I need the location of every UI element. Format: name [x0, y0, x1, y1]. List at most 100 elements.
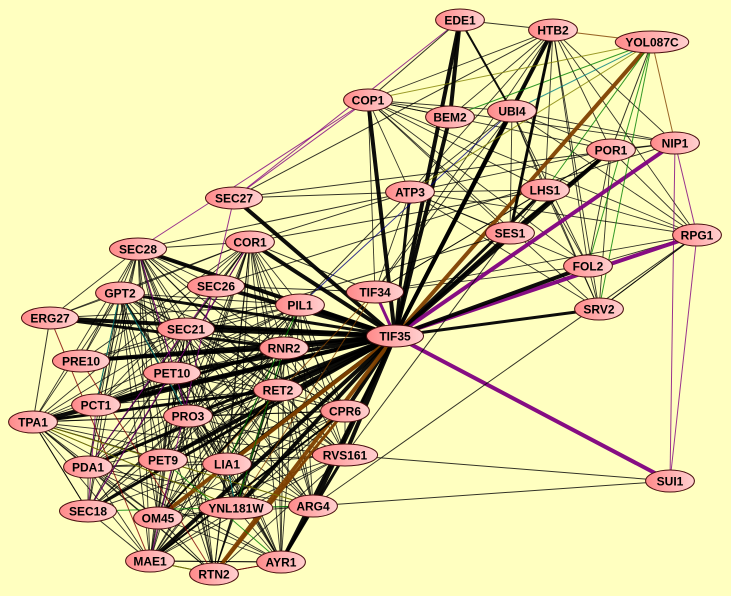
edge-sec21-pct1 — [95, 328, 187, 406]
edge-rpg1-tif34 — [374, 234, 698, 293]
node-label: OM45 — [142, 512, 175, 526]
node-lhs1[interactable]: LHS1 — [520, 178, 570, 202]
edge-pet10-arg4 — [171, 372, 314, 507]
edge-tif35-mae1 — [148, 334, 397, 563]
node-ellipse — [198, 496, 274, 520]
edge-tpa1-rvs161 — [32, 421, 346, 456]
node-sec28[interactable]: SEC28 — [109, 237, 167, 261]
node-ayr1[interactable]: AYR1 — [256, 550, 306, 574]
edge-por1-rpg1 — [610, 149, 698, 236]
node-pct1[interactable]: PCT1 — [71, 393, 121, 417]
node-ses1[interactable]: SES1 — [485, 221, 535, 245]
edge-atp3-srv2 — [409, 191, 600, 310]
node-tif35[interactable]: TIF35 — [366, 324, 424, 348]
edge-cpr6-rtn2 — [212, 410, 347, 575]
node-ellipse — [288, 494, 338, 518]
edge-tif35-sec21 — [185, 326, 396, 339]
node-srv2[interactable]: SRV2 — [574, 297, 624, 321]
edge-yol087c-nip1 — [651, 41, 676, 144]
node-ellipse — [574, 297, 624, 321]
node-fol2[interactable]: FOL2 — [563, 254, 613, 278]
node-sui1[interactable]: SUI1 — [645, 469, 695, 493]
node-label: TPA1 — [18, 416, 48, 430]
edge-sec28-sec21 — [137, 248, 187, 330]
node-ellipse — [528, 18, 578, 42]
node-ellipse — [125, 549, 175, 573]
edge-sec28-erg27 — [49, 248, 139, 319]
edge-rpg1-srv2 — [598, 234, 698, 310]
node-cop1[interactable]: COP1 — [343, 88, 393, 112]
node-ubi4[interactable]: UBI4 — [487, 99, 537, 123]
node-atp3[interactable]: ATP3 — [385, 180, 435, 204]
node-label: HTB2 — [537, 24, 569, 38]
node-ellipse — [225, 230, 275, 254]
edge-gpt2-pct1 — [95, 292, 121, 406]
node-ede1[interactable]: EDE1 — [435, 8, 485, 32]
edge-rnr2-om45 — [157, 347, 285, 519]
node-ellipse — [253, 378, 303, 402]
edge-tif35-om45 — [156, 334, 397, 520]
edge-gpt2-pre10 — [80, 292, 121, 362]
node-sec18[interactable]: SEC18 — [59, 499, 117, 523]
edge-sui1-rvs161 — [344, 454, 671, 482]
edge-erg27-tpa1 — [32, 317, 51, 423]
node-pre10[interactable]: PRE10 — [52, 349, 110, 373]
node-pet9[interactable]: PET9 — [138, 448, 188, 472]
node-label: YNL181W — [208, 502, 264, 516]
node-ret2[interactable]: RET2 — [253, 378, 303, 402]
node-ellipse — [366, 324, 424, 348]
node-sec26[interactable]: SEC26 — [187, 274, 245, 298]
node-rtn2[interactable]: RTN2 — [189, 562, 239, 586]
node-lia1[interactable]: LIA1 — [202, 452, 252, 476]
edge-lhs1-srv2 — [544, 189, 600, 310]
node-mae1[interactable]: MAE1 — [125, 549, 175, 573]
node-erg27[interactable]: ERG27 — [21, 306, 79, 330]
node-rvs161[interactable]: RVS161 — [311, 443, 379, 467]
node-sec27[interactable]: SEC27 — [205, 186, 263, 210]
edge-ret2-ayr1 — [277, 389, 282, 563]
node-label: SEC28 — [119, 243, 157, 257]
node-bem2[interactable]: BEM2 — [425, 105, 475, 129]
node-rnr2[interactable]: RNR2 — [259, 336, 309, 360]
node-pil1[interactable]: PIL1 — [275, 293, 325, 317]
node-rpg1[interactable]: RPG1 — [672, 223, 722, 247]
node-pro3[interactable]: PRO3 — [163, 404, 213, 428]
edge-sec27-atp3 — [233, 191, 411, 199]
node-nip1[interactable]: NIP1 — [650, 131, 700, 155]
edge-tif35-sec18 — [87, 334, 396, 513]
node-cpr6[interactable]: CPR6 — [320, 399, 370, 423]
node-label: ERG27 — [30, 312, 70, 326]
edge-sui1-arg4 — [312, 480, 671, 507]
edge-lia1-mae1 — [149, 463, 228, 562]
node-sec21[interactable]: SEC21 — [157, 317, 215, 341]
edge-tpa1-ret2 — [32, 388, 279, 424]
node-yol087c[interactable]: YOL087C — [614, 30, 690, 54]
node-pda1[interactable]: PDA1 — [63, 455, 113, 479]
edge-atp3-rpg1 — [409, 191, 698, 236]
node-gpt2[interactable]: GPT2 — [95, 281, 145, 305]
node-ellipse — [187, 274, 245, 298]
node-label: TIF34 — [359, 286, 391, 300]
node-pet10[interactable]: PET10 — [143, 361, 201, 385]
node-label: SRV2 — [583, 303, 614, 317]
edge-gpt2-ret2 — [119, 292, 279, 391]
node-tif34[interactable]: TIF34 — [346, 280, 404, 304]
node-por1[interactable]: POR1 — [586, 138, 636, 162]
node-cor1[interactable]: COR1 — [225, 230, 275, 254]
node-tpa1[interactable]: TPA1 — [8, 410, 58, 434]
edge-pil1-ubi4 — [299, 110, 513, 306]
node-label: RTN2 — [198, 568, 230, 582]
node-arg4[interactable]: ARG4 — [288, 494, 338, 518]
node-htb2[interactable]: HTB2 — [528, 18, 578, 42]
node-ynl181w[interactable]: YNL181W — [198, 496, 274, 520]
edge-yol087c-lhs1 — [544, 41, 653, 191]
node-om45[interactable]: OM45 — [133, 506, 183, 530]
node-label: PET10 — [154, 367, 191, 381]
edge-pda1-mae1 — [87, 466, 151, 562]
node-ellipse — [189, 562, 239, 586]
node-ellipse — [157, 317, 215, 341]
edge-htb2-por1 — [552, 29, 612, 151]
